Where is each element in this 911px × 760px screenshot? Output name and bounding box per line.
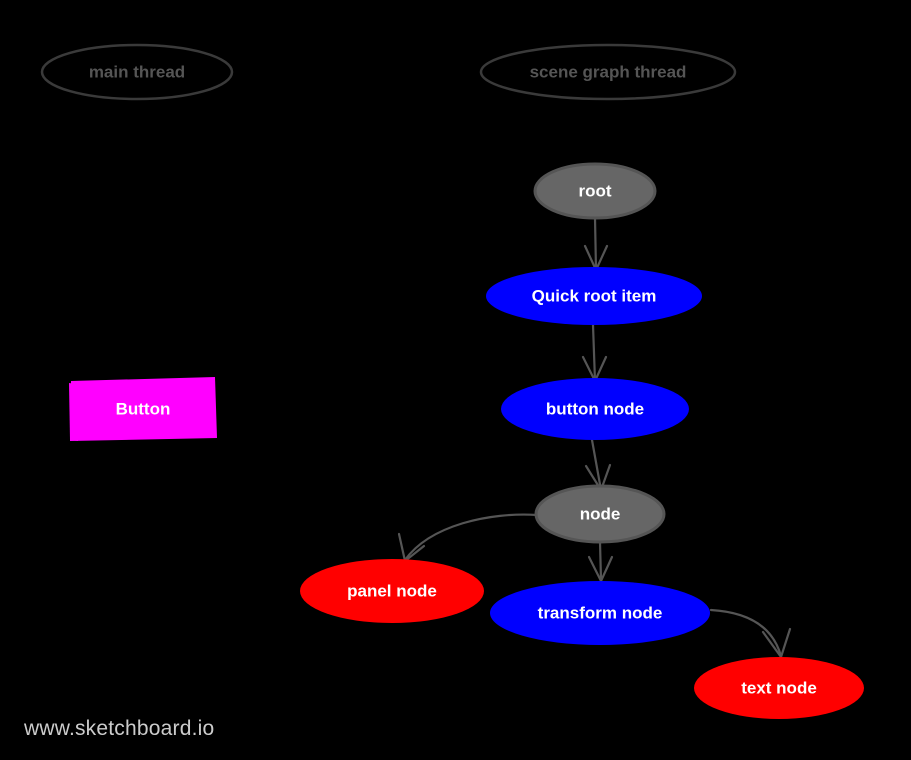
- edge-line: [591, 323, 597, 383]
- node-button-node[interactable]: button node: [501, 378, 689, 440]
- edge-line: [593, 216, 598, 272]
- arrowhead: [587, 555, 614, 583]
- node-transform-node[interactable]: transform node: [490, 581, 710, 645]
- node-quick-root-item[interactable]: Quick root item: [486, 267, 702, 325]
- arrowhead: [761, 627, 792, 659]
- node-button-sketch-edge-left: [69, 383, 78, 441]
- edge-line: [403, 513, 539, 562]
- node-panel-node-shape: [300, 559, 484, 623]
- node-button-shape: [70, 377, 217, 441]
- node-quick-root-item-shape: [486, 267, 702, 325]
- edge-line: [590, 438, 603, 492]
- node-transform-node-shape: [490, 581, 710, 645]
- node-root[interactable]: root: [533, 162, 657, 220]
- node-button[interactable]: Button: [69, 377, 217, 441]
- watermark-label: www.sketchboard.io: [23, 717, 214, 740]
- edge-line: [709, 608, 783, 658]
- node-node-shape: [534, 484, 666, 544]
- node-text-node-shape: [694, 657, 864, 719]
- node-panel-node[interactable]: panel node: [300, 559, 484, 623]
- edge-node-to-transform-node[interactable]: [587, 540, 614, 583]
- node-text-node[interactable]: text node: [694, 657, 864, 719]
- node-button-node-shape: [501, 378, 689, 440]
- node-button-sketch-edge-bottom: [120, 430, 216, 439]
- swimlane-main-thread-ellipse: [40, 43, 234, 101]
- swimlane-scene-graph-thread-ellipse: [479, 43, 737, 101]
- edge-transform-node-to-text-node[interactable]: [709, 608, 792, 659]
- node-node[interactable]: node: [534, 484, 666, 544]
- node-root-shape: [533, 162, 657, 220]
- edge-line: [598, 540, 603, 582]
